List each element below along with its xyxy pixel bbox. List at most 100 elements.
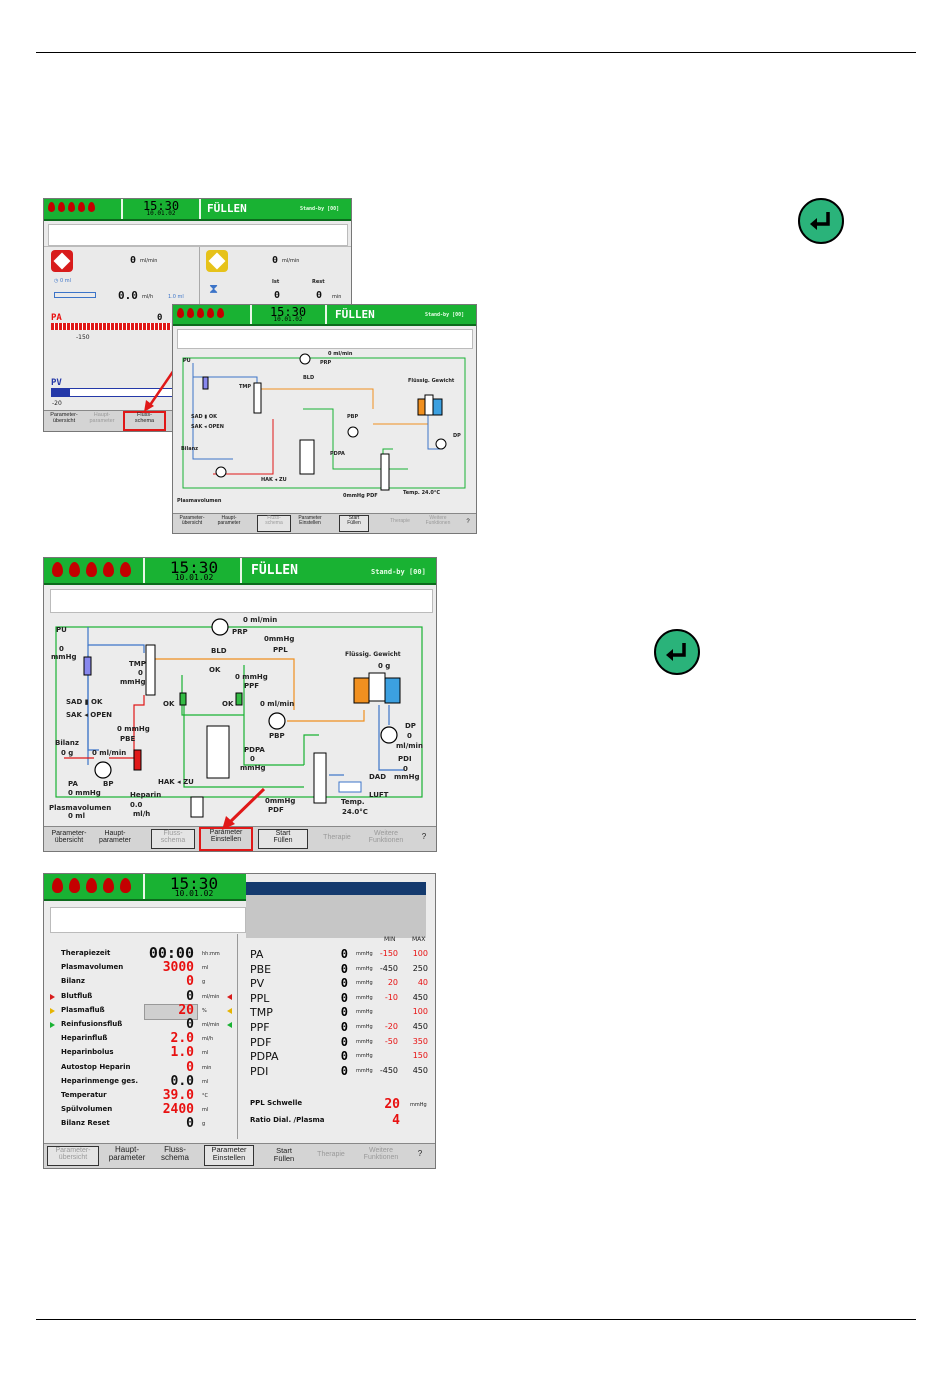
pressure-min[interactable]: -50	[384, 1036, 398, 1046]
blood-drops-icon	[52, 878, 131, 893]
pressure-max[interactable]: 40	[417, 978, 428, 988]
param-value[interactable]: 0	[186, 1017, 194, 1032]
param-value[interactable]: 2.0	[170, 1031, 194, 1047]
pressure-max[interactable]: 350	[412, 1036, 428, 1046]
param-value[interactable]: 39.0	[162, 1088, 194, 1103]
tmp-label: TMP	[129, 660, 146, 668]
main-parameters-button[interactable]: Haupt-parameter	[217, 515, 241, 527]
pressure-min[interactable]: -10	[384, 992, 398, 1002]
parameter-overview-button[interactable]: Parameter-übersicht	[50, 412, 78, 424]
param-value[interactable]: 1.0	[170, 1045, 194, 1061]
pressure-label: PDF	[250, 1035, 272, 1049]
rest-value: 0	[316, 290, 323, 301]
pressure-min[interactable]: 20	[387, 978, 398, 988]
pressure-min[interactable]: -450	[379, 963, 398, 973]
flow-scheme-button[interactable]: Fluss-schema	[257, 515, 291, 532]
pressure-value: 0	[340, 947, 348, 961]
pressure-unit: mmHg	[356, 980, 373, 987]
param-value[interactable]: 0.0	[170, 1073, 194, 1089]
pressure-label: PPF	[250, 1021, 270, 1034]
syringe-extra: 1.0 ml	[168, 294, 184, 300]
pressure-max[interactable]: 450	[412, 1065, 428, 1075]
main-parameters-button[interactable]: Haupt-parameter	[89, 412, 115, 424]
pressure-max[interactable]: 250	[412, 963, 428, 973]
param-value[interactable]: 0	[186, 974, 194, 990]
pressure-max[interactable]: 100	[412, 949, 428, 958]
temp-value: 24.0°C	[342, 808, 368, 816]
pressure-min[interactable]: -20	[384, 1022, 398, 1031]
help-button[interactable]: ?	[421, 832, 427, 841]
pressure-label: PPL	[250, 991, 270, 1005]
ppl-threshold-value[interactable]: 20	[384, 1097, 400, 1112]
param-value[interactable]: 2400	[162, 1102, 194, 1118]
rest-label: Rest	[312, 279, 325, 285]
blood-pump-icon[interactable]	[51, 250, 73, 272]
therapy-button[interactable]: Therapie	[390, 518, 410, 524]
pressure-max[interactable]: 450	[412, 1022, 428, 1031]
parameter-overview-button[interactable]: Parameter-übersicht	[179, 515, 205, 527]
red-arrow-icon	[222, 787, 266, 830]
main-parameters-button[interactable]: Haupt-parameter	[99, 830, 131, 845]
flow-scheme-button[interactable]: Fluss-schema	[151, 829, 195, 849]
param-label: Autostop Heparin	[61, 1062, 131, 1071]
pressure-max[interactable]: 150	[412, 1051, 428, 1061]
pressure-min[interactable]: -450	[379, 1065, 398, 1075]
pressure-min[interactable]: -150	[379, 949, 398, 958]
ratio-value[interactable]: 4	[392, 1113, 400, 1128]
help-button[interactable]: ?	[417, 1149, 423, 1158]
therapy-button[interactable]: Therapie	[323, 834, 351, 841]
menu-overlay[interactable]	[246, 882, 426, 938]
plasmavol-label: Plasmavolumen	[49, 804, 112, 812]
param-unit: ml/min	[202, 993, 220, 1000]
flow-scheme-button[interactable]: Fluss-schema	[160, 1145, 189, 1163]
pdf-label: 0mmHg PDF	[343, 493, 378, 499]
pressure-label: PV	[250, 977, 265, 991]
parameter-overview-button[interactable]: Parameter-übersicht	[47, 1146, 99, 1166]
pu-label: PU	[56, 626, 67, 634]
flow-marker-icon	[50, 993, 55, 1000]
therapy-button[interactable]: Therapie	[317, 1151, 345, 1158]
heparin-small-row: ◷ 0 ml	[54, 278, 71, 284]
pdi-value: 0	[403, 765, 408, 773]
plasma-pump-icon[interactable]	[206, 250, 228, 272]
pbp-flow: 0 ml/min	[260, 700, 295, 708]
parameter-overview-button[interactable]: Parameter-übersicht	[51, 830, 87, 845]
param-value[interactable]: 3000	[162, 960, 194, 976]
param-value[interactable]: 0	[186, 1116, 194, 1132]
flow-diagram-small	[182, 353, 466, 491]
param-value[interactable]: 20	[178, 1002, 194, 1018]
param-value[interactable]: 0	[186, 1059, 194, 1075]
param-value[interactable]: 00:00	[148, 944, 194, 962]
main-parameters-button[interactable]: Haupt-parameter	[108, 1145, 146, 1163]
param-value[interactable]: 0	[186, 988, 194, 1004]
selected-value-box[interactable]	[144, 1003, 198, 1020]
flow-scheme-button[interactable]: Fluss-schema	[123, 411, 166, 431]
pressure-max[interactable]: 450	[412, 992, 428, 1002]
pa-mark: -150	[76, 334, 90, 341]
help-button[interactable]: ?	[466, 519, 470, 525]
pressure-max[interactable]: 100	[412, 1007, 428, 1017]
